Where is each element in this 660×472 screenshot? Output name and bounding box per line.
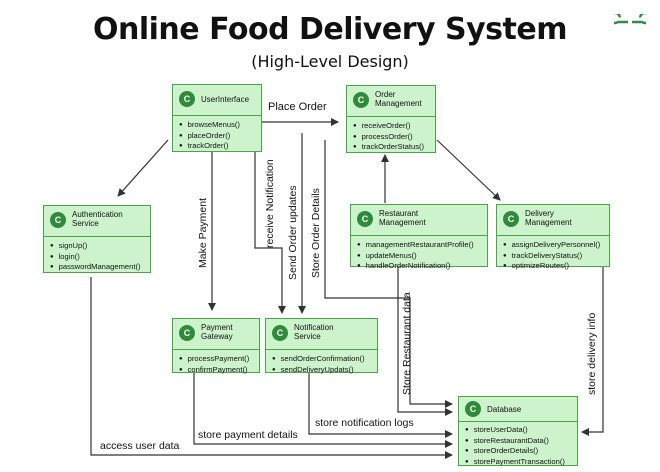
class-notification-service: C Notification Service sendOrderConfirma… bbox=[265, 318, 378, 375]
class-header: C Delivery Management bbox=[497, 205, 609, 236]
method-list: receiveOrder() processOrder() trackOrder… bbox=[347, 117, 435, 153]
method-item: updateMenus() bbox=[357, 251, 487, 262]
class-badge-icon: C bbox=[353, 92, 369, 108]
class-badge-icon: C bbox=[179, 325, 195, 341]
class-badge-icon: C bbox=[503, 211, 519, 227]
edge-ui-to-auth bbox=[117, 139, 169, 197]
class-header: C UserInterface bbox=[173, 85, 261, 116]
class-header: C Notification Service bbox=[266, 319, 377, 350]
method-item: storePaymentTransaction() bbox=[465, 457, 577, 468]
edge-label-store-delivery-info: store delivery info bbox=[586, 312, 598, 395]
class-restaurant-management: C Restaurant Management managementRestau… bbox=[350, 204, 488, 270]
class-name: Authentication Service bbox=[72, 210, 123, 228]
edge-store-restaurant-data bbox=[397, 267, 453, 416]
class-payment-gateway: C Payment Gateway processPayment() confi… bbox=[172, 318, 260, 375]
method-item: optimizeRoutes() bbox=[503, 261, 609, 272]
class-header: C Restaurant Management bbox=[351, 205, 487, 236]
class-name: Restaurant Management bbox=[379, 209, 426, 227]
method-item: receiveOrder() bbox=[353, 121, 435, 132]
method-item: sendOrderConfirmation() bbox=[272, 354, 377, 365]
edge-receive-notification bbox=[254, 152, 286, 314]
method-list: storeUserData() storeRestaurantData() st… bbox=[459, 422, 577, 467]
method-item: confirmPayment() bbox=[179, 365, 259, 376]
geeksforgeeks-logo-icon bbox=[614, 14, 646, 25]
edge-store-payment-details bbox=[193, 373, 453, 448]
class-order-management: C Order Management receiveOrder() proces… bbox=[346, 85, 436, 153]
method-item: storeRestaurantData() bbox=[465, 436, 577, 447]
method-list: browseMenus() placeOrder() trackOrder() bbox=[173, 116, 261, 152]
edge-label-make-payment: Make Payment bbox=[197, 197, 209, 268]
method-item: login() bbox=[50, 252, 150, 263]
method-item: processOrder() bbox=[353, 132, 435, 143]
edge-access-user-data bbox=[90, 277, 453, 459]
method-list: managementRestaurantProfile() updateMenu… bbox=[351, 236, 487, 272]
method-item: assignDeliveryPersonnel() bbox=[503, 240, 609, 251]
method-item: browseMenus() bbox=[179, 120, 261, 131]
method-list: assignDeliveryPersonnel() trackDeliveryS… bbox=[497, 236, 609, 272]
edge-store-order-details bbox=[324, 140, 453, 408]
class-header: C Authentication Service bbox=[44, 206, 150, 237]
method-item: storeUserData() bbox=[465, 425, 577, 436]
class-header: C Order Management bbox=[347, 86, 435, 117]
edge-label-store-payment-details: store payment details bbox=[198, 429, 298, 441]
method-item: trackOrderStatus() bbox=[353, 142, 435, 153]
class-delivery-management: C Delivery Management assignDeliveryPers… bbox=[496, 204, 610, 270]
class-name: Order Management bbox=[375, 90, 422, 108]
class-header: C Payment Gateway bbox=[173, 319, 259, 350]
edge-label-store-notification-logs: store notification logs bbox=[315, 417, 414, 429]
class-name: Payment Gateway bbox=[201, 323, 233, 341]
method-item: trackOrder() bbox=[179, 141, 261, 152]
method-item: storeOrderDetails() bbox=[465, 446, 577, 457]
edge-label-receive-notification: receive Notification bbox=[264, 159, 276, 248]
diagram-title: Online Food Delivery System bbox=[93, 12, 567, 47]
method-item: processPayment() bbox=[179, 354, 259, 365]
class-name: Notification Service bbox=[294, 323, 334, 341]
class-name: UserInterface bbox=[201, 95, 250, 104]
method-list: sendOrderConfirmation() sendDeliveryUpda… bbox=[266, 350, 377, 375]
edge-label-store-restaurant-data: Store Restaurant data bbox=[401, 292, 413, 395]
class-badge-icon: C bbox=[179, 91, 195, 107]
class-name: Delivery Management bbox=[525, 209, 572, 227]
diagram-subtitle: (High-Level Design) bbox=[251, 52, 409, 71]
class-name: Database bbox=[487, 405, 522, 414]
method-item: signUp() bbox=[50, 241, 150, 252]
method-list: processPayment() confirmPayment() bbox=[173, 350, 259, 375]
class-authentication-service: C Authentication Service signUp() login(… bbox=[43, 205, 151, 273]
class-badge-icon: C bbox=[272, 325, 288, 341]
class-userinterface: C UserInterface browseMenus() placeOrder… bbox=[172, 84, 262, 152]
method-item: managementRestaurantProfile() bbox=[357, 240, 487, 251]
edge-label-access-user-data: access user data bbox=[100, 440, 180, 452]
method-item: passwordManagement() bbox=[50, 262, 150, 273]
method-item: placeOrder() bbox=[179, 131, 261, 142]
class-header: C Database bbox=[459, 397, 577, 422]
class-badge-icon: C bbox=[357, 211, 373, 227]
edge-store-delivery-info bbox=[581, 267, 604, 436]
method-item: trackDeliveryStatus() bbox=[503, 251, 609, 262]
method-list: signUp() login() passwordManagement() bbox=[44, 237, 150, 273]
edge-label-place-order: Place Order bbox=[268, 101, 327, 113]
class-database: C Database storeUserData() storeRestaura… bbox=[458, 396, 578, 466]
edge-label-store-order-details: Store Order Details bbox=[310, 188, 322, 278]
class-badge-icon: C bbox=[465, 401, 481, 417]
method-item: handleOrderNotification() bbox=[357, 261, 487, 272]
edge-label-send-order-updates: Send Order updates bbox=[287, 185, 299, 280]
edge-store-notification-logs bbox=[308, 373, 453, 438]
edge-order-to-delivery bbox=[436, 139, 501, 201]
class-badge-icon: C bbox=[50, 212, 66, 228]
method-item: sendDeliveryUpdats() bbox=[272, 365, 377, 376]
